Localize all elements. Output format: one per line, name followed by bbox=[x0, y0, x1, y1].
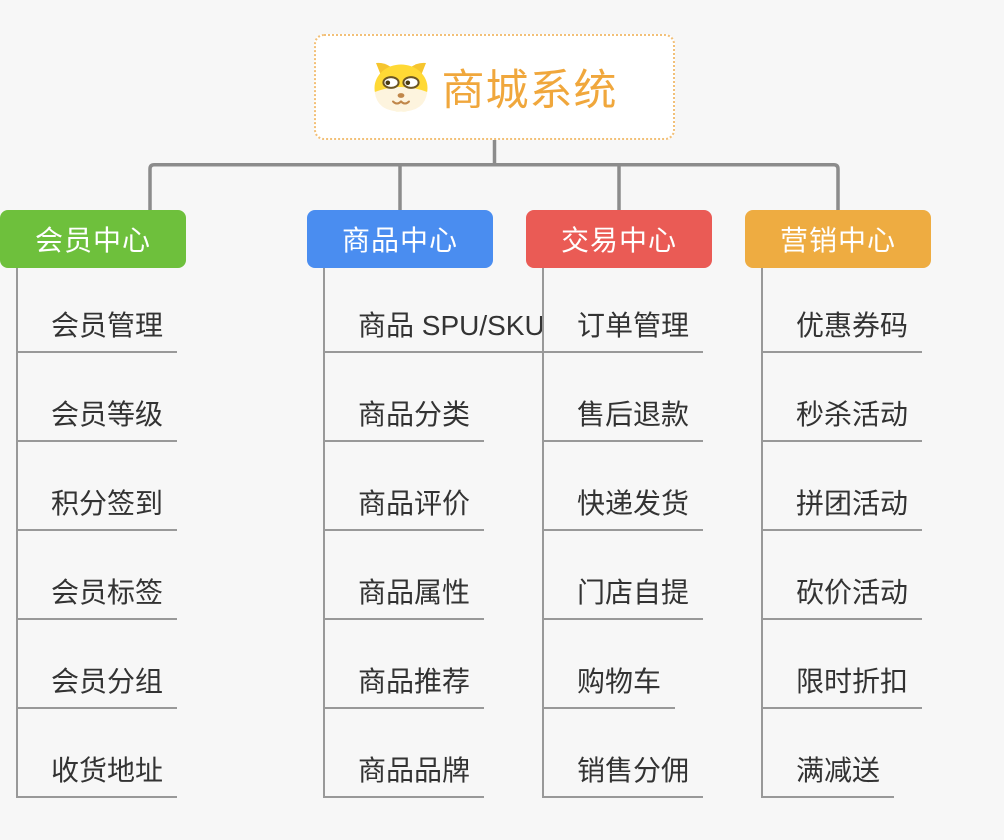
branch-subtree: 会员管理 会员等级 积分签到 会员标签 会员分组 收货地址 bbox=[16, 268, 206, 798]
leaf-node[interactable]: 积分签到 bbox=[18, 487, 178, 531]
leaf-node[interactable]: 门店自提 bbox=[544, 576, 704, 620]
branch-trade-center: 交易中心 订单管理 售后退款 快递发货 门店自提 购物车 销售分佣 bbox=[526, 210, 732, 798]
branch-node-marketing-center[interactable]: 营销中心 bbox=[745, 210, 931, 268]
leaf-node[interactable]: 拼团活动 bbox=[763, 487, 923, 531]
branch-marketing-center: 营销中心 优惠券码 秒杀活动 拼团活动 砍价活动 限时折扣 满减送 bbox=[745, 210, 951, 798]
dog-face-icon bbox=[374, 62, 427, 112]
leaf-node[interactable]: 商品属性 bbox=[325, 576, 485, 620]
leaf-node[interactable]: 购物车 bbox=[544, 665, 676, 709]
branch-product-center: 商品中心 商品 SPU/SKU 商品分类 商品评价 商品属性 商品推荐 商品品牌 bbox=[307, 210, 559, 798]
root-node-title: 商城系统 bbox=[441, 67, 618, 115]
branch-subtree: 订单管理 售后退款 快递发货 门店自提 购物车 销售分佣 bbox=[542, 268, 732, 798]
branch-member-center: 会员中心 会员管理 会员等级 积分签到 会员标签 会员分组 收货地址 bbox=[0, 210, 206, 798]
leaf-node[interactable]: 商品品牌 bbox=[325, 754, 485, 798]
branch-node-product-center[interactable]: 商品中心 bbox=[307, 210, 493, 268]
leaf-node[interactable]: 销售分佣 bbox=[544, 754, 704, 798]
leaf-node[interactable]: 会员标签 bbox=[18, 576, 178, 620]
leaf-node[interactable]: 商品评价 bbox=[325, 487, 485, 531]
leaf-node[interactable]: 会员等级 bbox=[18, 398, 178, 442]
leaf-node[interactable]: 限时折扣 bbox=[763, 665, 923, 709]
branch-node-member-center[interactable]: 会员中心 bbox=[0, 210, 186, 268]
leaf-node[interactable]: 砍价活动 bbox=[763, 576, 923, 620]
leaf-node[interactable]: 优惠券码 bbox=[763, 309, 923, 353]
leaf-node[interactable]: 商品推荐 bbox=[325, 665, 485, 709]
leaf-node[interactable]: 会员管理 bbox=[18, 309, 178, 353]
leaf-node[interactable]: 快递发货 bbox=[544, 487, 704, 531]
leaf-node[interactable]: 售后退款 bbox=[544, 398, 704, 442]
leaf-node[interactable]: 满减送 bbox=[763, 754, 895, 798]
leaf-node[interactable]: 秒杀活动 bbox=[763, 398, 923, 442]
branch-node-trade-center[interactable]: 交易中心 bbox=[526, 210, 712, 268]
leaf-node[interactable]: 商品分类 bbox=[325, 398, 485, 442]
branch-subtree: 商品 SPU/SKU 商品分类 商品评价 商品属性 商品推荐 商品品牌 bbox=[323, 268, 559, 798]
leaf-node[interactable]: 收货地址 bbox=[18, 754, 178, 798]
leaf-node[interactable]: 订单管理 bbox=[544, 309, 704, 353]
root-node[interactable]: 商城系统 bbox=[314, 34, 675, 140]
branch-subtree: 优惠券码 秒杀活动 拼团活动 砍价活动 限时折扣 满减送 bbox=[761, 268, 951, 798]
leaf-node[interactable]: 会员分组 bbox=[18, 665, 178, 709]
leaf-node[interactable]: 商品 SPU/SKU bbox=[325, 309, 559, 353]
